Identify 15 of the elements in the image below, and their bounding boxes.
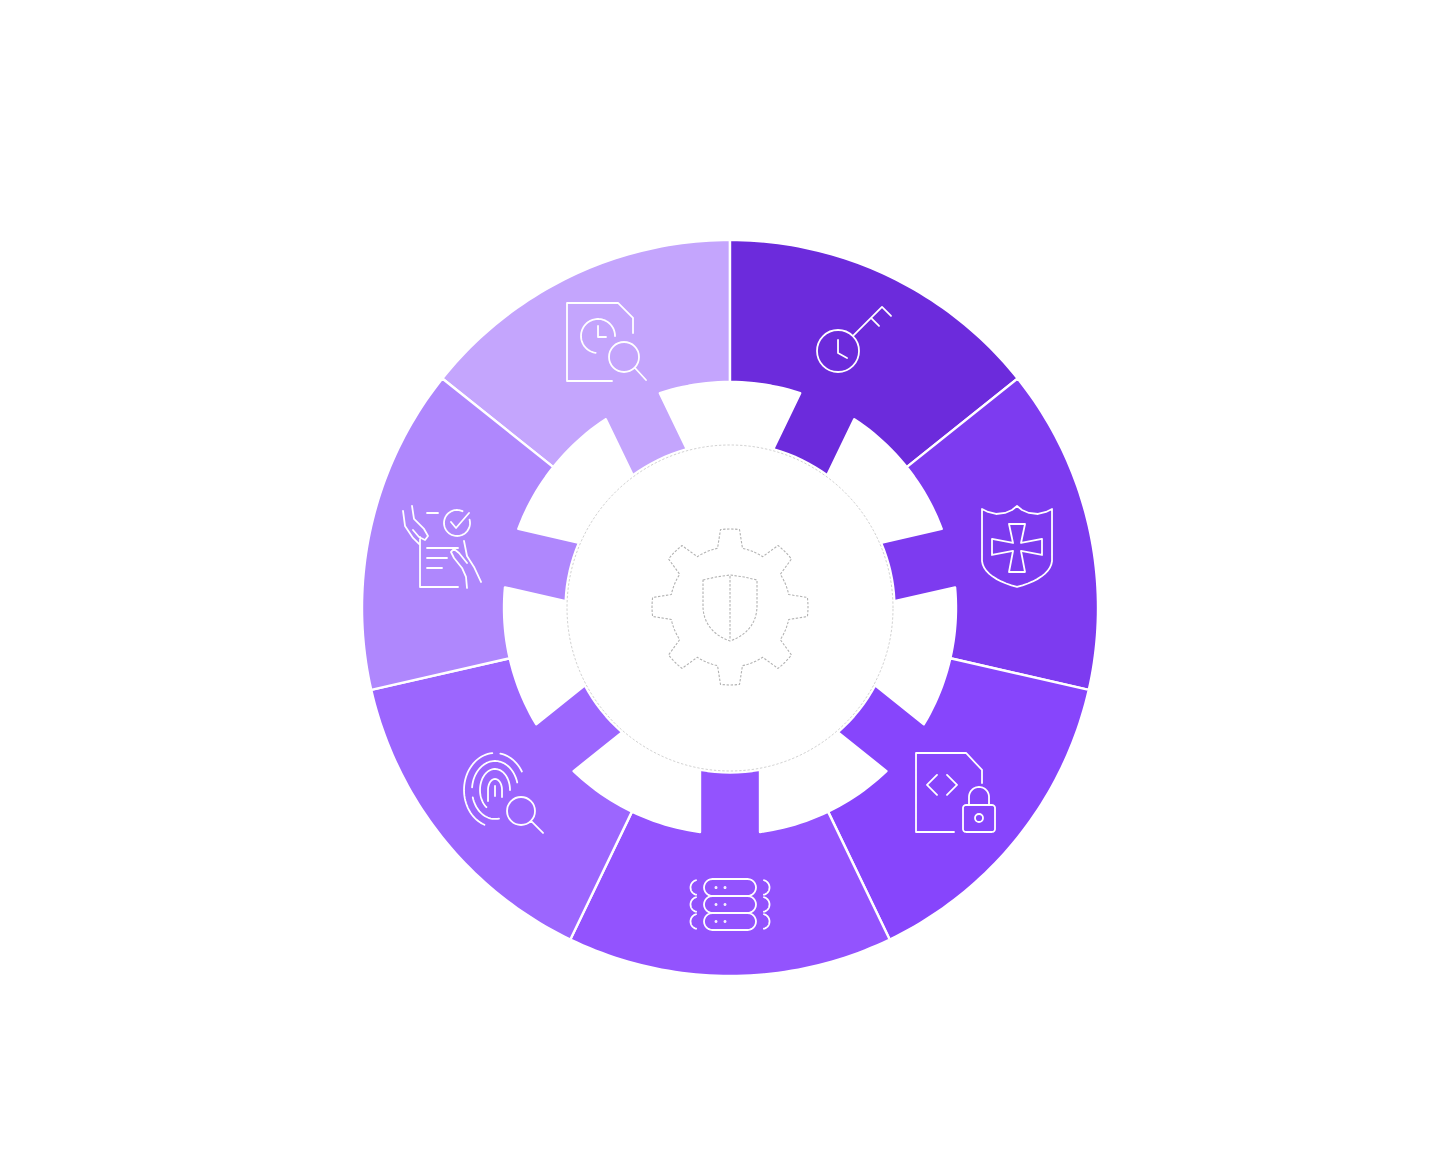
- gear-shield-icon: [651, 528, 809, 686]
- ring-segment: [370, 657, 634, 941]
- ring-segment: [879, 377, 1100, 692]
- document-clock-search-icon: [566, 302, 647, 382]
- fingerprint-search-icon: [463, 752, 544, 834]
- ring-segment: [441, 238, 732, 477]
- server-stack-icon: [689, 878, 771, 931]
- hands-document-check-icon: [402, 505, 482, 589]
- ring-segment: [728, 238, 1019, 477]
- clock-key-icon: [816, 306, 892, 373]
- shield-cross-icon: [981, 505, 1053, 588]
- ring-segment: [569, 768, 891, 978]
- hub-circle: [566, 444, 894, 772]
- code-file-lock-icon: [915, 752, 996, 833]
- ring-segment: [360, 377, 581, 692]
